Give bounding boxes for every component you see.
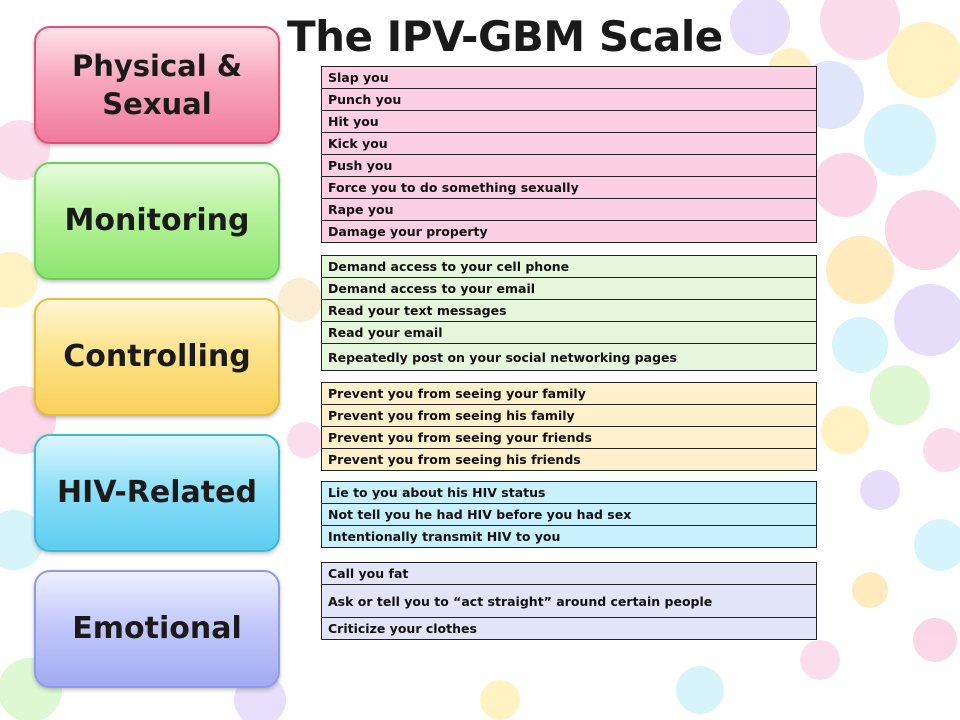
table-row: Demand access to your cell phone bbox=[321, 255, 817, 278]
item-cell: Repeatedly post on your social networkin… bbox=[321, 343, 817, 371]
table-row: Prevent you from seeing his friends bbox=[321, 448, 817, 471]
category-physical-sexual: Physical & Sexual bbox=[34, 26, 280, 144]
items-table-hiv-related: Lie to you about his HIV status Not tell… bbox=[321, 481, 817, 548]
table-row: Read your email bbox=[321, 321, 817, 344]
item-cell: Kick you bbox=[321, 132, 817, 155]
items-table-controlling: Prevent you from seeing your family Prev… bbox=[321, 382, 817, 471]
page-title: The IPV-GBM Scale bbox=[287, 12, 723, 61]
table-row: Punch you bbox=[321, 88, 817, 111]
table-row: Prevent you from seeing his family bbox=[321, 404, 817, 427]
category-hiv-related: HIV-Related bbox=[34, 434, 280, 552]
table-row: Call you fat bbox=[321, 562, 817, 585]
category-label: HIV-Related bbox=[57, 475, 257, 510]
table-row: Read your text messages bbox=[321, 299, 817, 322]
table-row: Prevent you from seeing your family bbox=[321, 382, 817, 405]
item-cell: Demand access to your email bbox=[321, 277, 817, 300]
category-monitoring: Monitoring bbox=[34, 162, 280, 280]
table-row: Not tell you he had HIV before you had s… bbox=[321, 503, 817, 526]
table-row: Ask or tell you to “act straight” around… bbox=[321, 584, 817, 618]
item-cell: Push you bbox=[321, 154, 817, 177]
category-label: Physical & Sexual bbox=[71, 49, 243, 121]
item-cell: Read your text messages bbox=[321, 299, 817, 322]
item-cell: Force you to do something sexually bbox=[321, 176, 817, 199]
table-row: Intentionally transmit HIV to you bbox=[321, 525, 817, 548]
items-table-emotional: Call you fat Ask or tell you to “act str… bbox=[321, 562, 817, 640]
table-row: Hit you bbox=[321, 110, 817, 133]
table-row: Force you to do something sexually bbox=[321, 176, 817, 199]
table-row: Slap you bbox=[321, 66, 817, 89]
table-row: Push you bbox=[321, 154, 817, 177]
item-cell: Prevent you from seeing your friends bbox=[321, 426, 817, 449]
items-table-physical-sexual: Slap you Punch you Hit you Kick you Push… bbox=[321, 66, 817, 243]
item-cell: Prevent you from seeing his family bbox=[321, 404, 817, 427]
item-cell: Rape you bbox=[321, 198, 817, 221]
category-controlling: Controlling bbox=[34, 298, 280, 416]
table-row: Kick you bbox=[321, 132, 817, 155]
item-cell: Slap you bbox=[321, 66, 817, 89]
item-cell: Ask or tell you to “act straight” around… bbox=[321, 584, 817, 618]
table-row: Rape you bbox=[321, 198, 817, 221]
table-row: Criticize your clothes bbox=[321, 617, 817, 640]
item-cell: Demand access to your cell phone bbox=[321, 255, 817, 278]
table-row: Lie to you about his HIV status bbox=[321, 481, 817, 504]
item-cell: Criticize your clothes bbox=[321, 617, 817, 640]
category-label: Controlling bbox=[63, 339, 251, 374]
table-row: Repeatedly post on your social networkin… bbox=[321, 343, 817, 371]
items-table-monitoring: Demand access to your cell phone Demand … bbox=[321, 255, 817, 371]
item-cell: Prevent you from seeing his friends bbox=[321, 448, 817, 471]
item-cell: Call you fat bbox=[321, 562, 817, 585]
category-label: Emotional bbox=[72, 611, 242, 646]
item-cell: Lie to you about his HIV status bbox=[321, 481, 817, 504]
item-cell: Punch you bbox=[321, 88, 817, 111]
item-cell: Read your email bbox=[321, 321, 817, 344]
table-row: Prevent you from seeing your friends bbox=[321, 426, 817, 449]
table-row: Demand access to your email bbox=[321, 277, 817, 300]
item-cell: Intentionally transmit HIV to you bbox=[321, 525, 817, 548]
table-row: Damage your property bbox=[321, 220, 817, 243]
item-cell: Prevent you from seeing your family bbox=[321, 382, 817, 405]
category-emotional: Emotional bbox=[34, 570, 280, 688]
item-cell: Damage your property bbox=[321, 220, 817, 243]
category-label: Monitoring bbox=[64, 203, 250, 238]
item-cell: Not tell you he had HIV before you had s… bbox=[321, 503, 817, 526]
item-cell: Hit you bbox=[321, 110, 817, 133]
